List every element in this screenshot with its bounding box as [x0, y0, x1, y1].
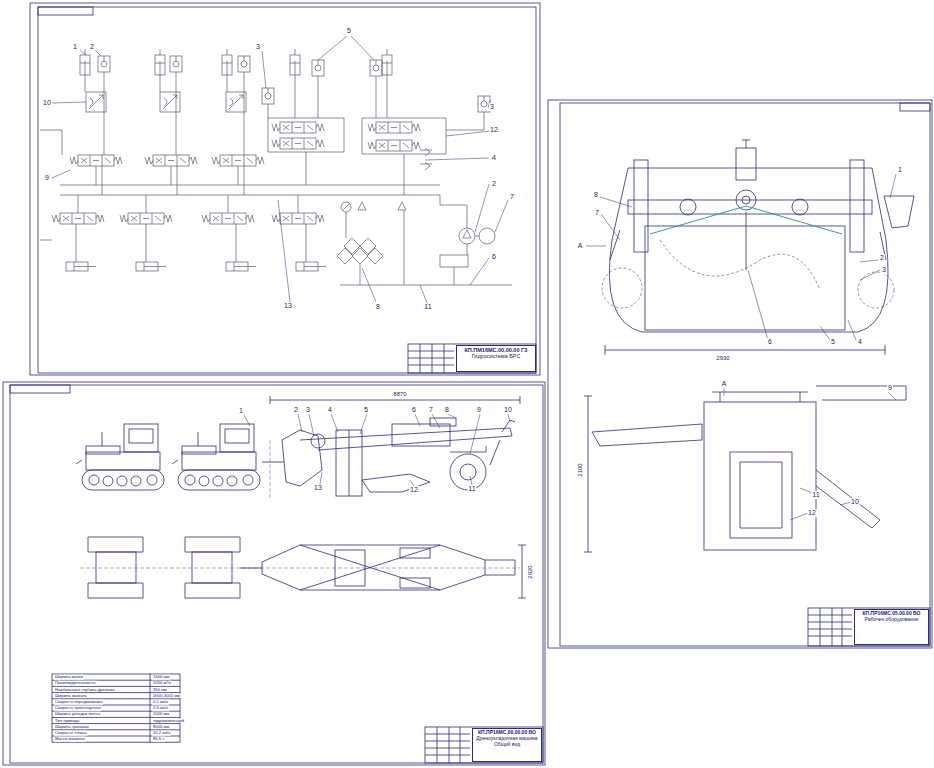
- callout-number: 8: [444, 406, 450, 414]
- table-cell: Ширина захвата: [54, 693, 88, 698]
- table-cell: 2,5 км/ч: [152, 706, 169, 711]
- table-cell: Тип привода: [54, 718, 80, 723]
- callout-number: 5: [346, 27, 352, 35]
- table-cell: Скорость транспортная: [54, 706, 102, 711]
- table-cell: Скорость передвижения: [54, 700, 103, 705]
- callout-number: 2: [879, 254, 885, 262]
- table-cell: 1500 мм: [152, 675, 170, 680]
- callout-number: 12: [409, 486, 419, 494]
- table-cell: Ширина колеи: [54, 675, 84, 680]
- drawing-title: Гидросистема БРС: [459, 353, 533, 359]
- table-cell: Ширина укладки ленты: [54, 712, 101, 717]
- callout-number: 7: [509, 193, 515, 201]
- table-cell: Скорость тягача: [54, 731, 88, 736]
- callout-number: 9: [44, 174, 50, 182]
- callout-number: 5: [830, 338, 836, 346]
- table-cell: Наибольшая глубина дренажа: [54, 687, 116, 692]
- callout-number: 8: [375, 303, 381, 311]
- callout-number: 2: [89, 43, 95, 51]
- table-cell: 2000-3000 мм: [152, 693, 181, 698]
- dimension: 2920: [527, 564, 534, 579]
- callout-number: 8: [593, 191, 599, 199]
- callout-number: 12: [807, 509, 817, 517]
- table-cell: 85,5 т: [152, 737, 165, 742]
- title-block-cell: КП.ПР16МС.05.00.00 ВОРабочее оборудовани…: [854, 609, 929, 645]
- callout-number: 2: [491, 180, 497, 188]
- dimension: 8870: [392, 391, 407, 398]
- callout-number: 3: [881, 266, 887, 274]
- callout-number: 3: [305, 406, 311, 414]
- callout-number: А: [577, 242, 584, 250]
- callout-number: 6: [767, 338, 773, 346]
- callout-number: 10: [850, 498, 860, 506]
- callout-number: 11: [467, 485, 476, 493]
- callout-number: 9: [887, 384, 893, 392]
- callout-number: 9: [476, 406, 482, 414]
- table-cell: Производительность: [54, 681, 97, 686]
- callout-number: 11: [811, 491, 820, 499]
- table-cell: 0,1 км/ч: [152, 700, 169, 705]
- table-cell: гидравлический: [152, 718, 185, 723]
- table-cell: Ширина траншеи: [54, 724, 90, 729]
- callout-number: 5: [363, 406, 369, 414]
- callout-number: 4: [491, 154, 497, 162]
- view-letter: А: [721, 380, 728, 388]
- callout-number: 4: [857, 338, 863, 346]
- callout-number: 3: [489, 103, 495, 111]
- table-cell: 350 мм: [152, 687, 168, 692]
- callout-number: 6: [411, 406, 417, 414]
- callout-number: 2: [293, 406, 299, 414]
- callout-number: 7: [594, 209, 600, 217]
- callout-number: 12: [489, 126, 499, 134]
- table-cell: Масса машины: [54, 737, 86, 742]
- table-cell: 10,2 км/ч: [152, 731, 171, 736]
- callout-number: 13: [313, 484, 323, 492]
- table-cell: 1000 м³/ч: [152, 681, 172, 686]
- callout-number: 11: [423, 303, 432, 311]
- callout-number: 10: [42, 99, 52, 107]
- callout-number: 1: [72, 43, 78, 51]
- drawing-title: Рабочее оборудование: [857, 617, 926, 623]
- table-cell: 1000 мм: [152, 712, 170, 717]
- callout-number: 3: [255, 43, 261, 51]
- callout-number: 7: [428, 406, 434, 414]
- drawing-title: Дреноукладочная машина Общий вид: [475, 736, 539, 748]
- table-cell: 8000 мм: [152, 724, 170, 729]
- drawing-code: КП.ПМ16МС.00.00.00 ГЗ: [459, 347, 533, 353]
- callout-number: 10: [503, 406, 513, 414]
- callout-number: 1: [238, 407, 244, 415]
- dimension: 2100: [577, 462, 584, 477]
- callout-number: 4: [327, 406, 333, 414]
- dimension: 2930: [715, 355, 730, 362]
- callout-number: 13: [283, 302, 293, 310]
- callout-number: 6: [491, 253, 497, 261]
- title-block-cell: КП.ПР16МС.00.00.00 ВОДреноукладочная маш…: [472, 728, 542, 762]
- title-block-cell: КП.ПМ16МС.00.00.00 ГЗГидросистема БРС: [456, 345, 536, 372]
- callout-number: 1: [897, 166, 903, 174]
